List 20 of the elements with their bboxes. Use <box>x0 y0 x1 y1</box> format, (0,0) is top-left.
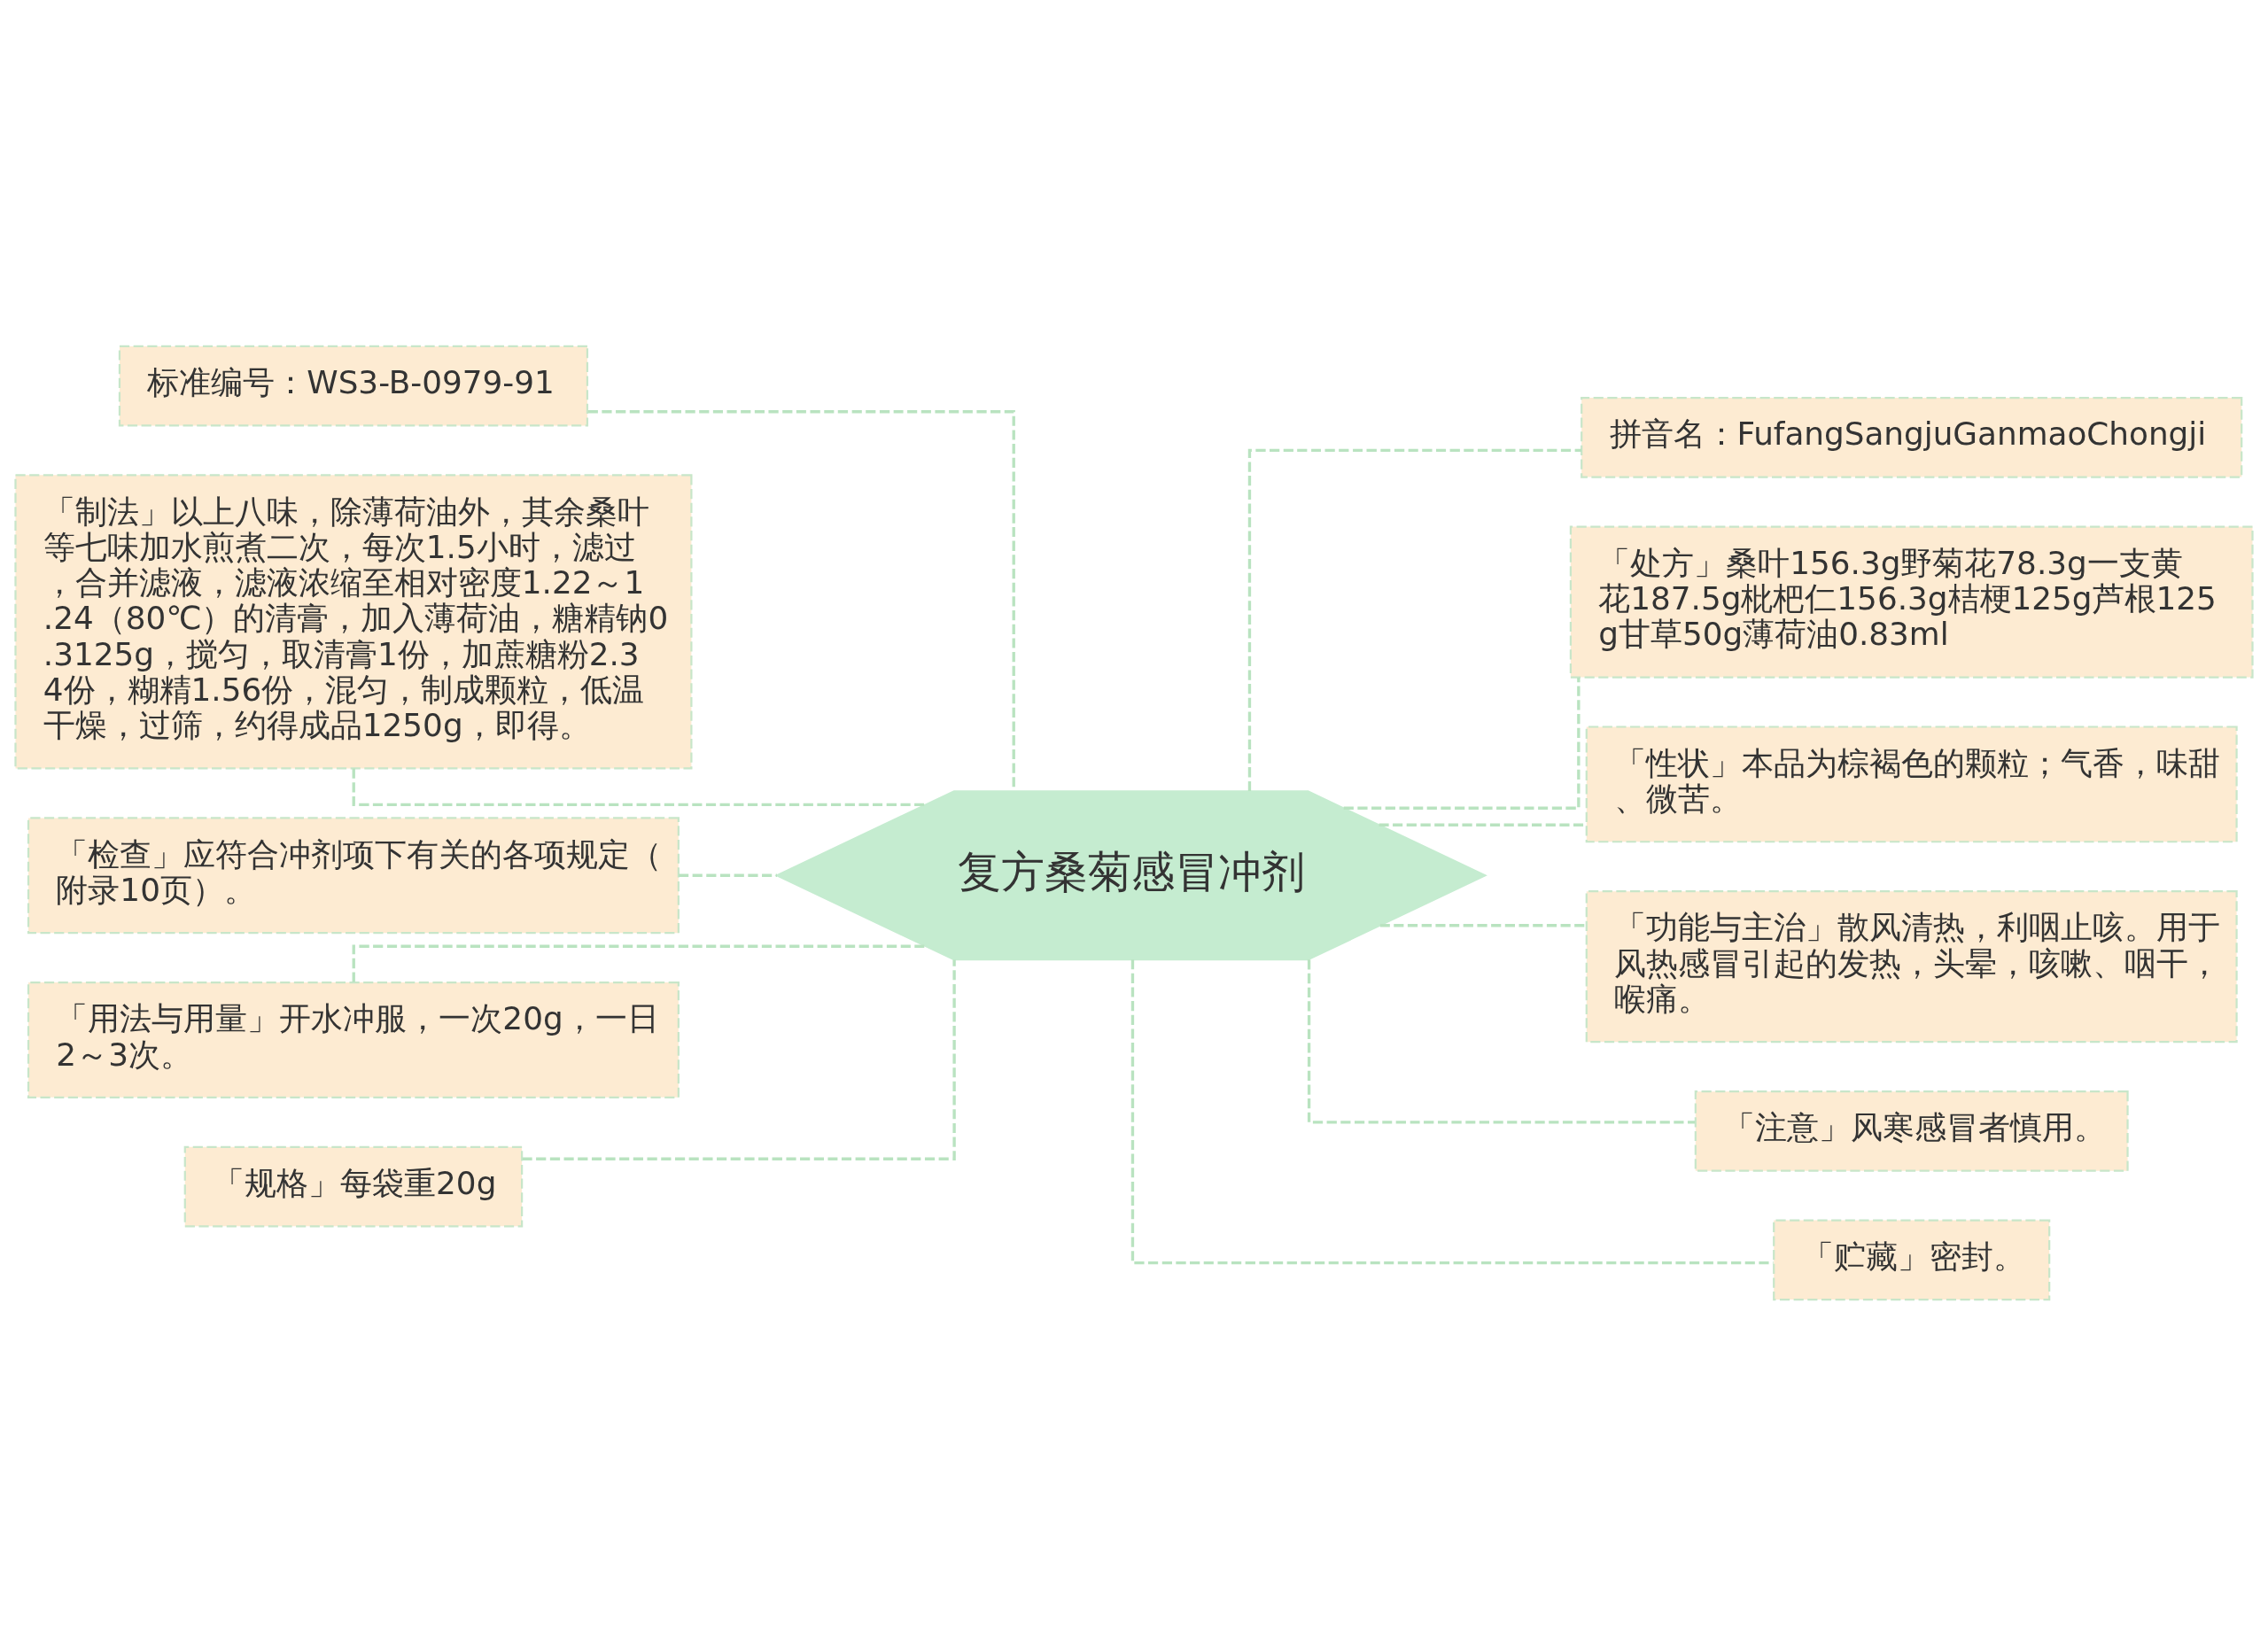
connector <box>522 958 956 1160</box>
node-box: 「注意」风寒感冒者慎用。 <box>1694 1090 2129 1172</box>
connector <box>1130 958 1774 1264</box>
node-box: 「贮藏」密封。 <box>1773 1218 2051 1300</box>
node-box: 「检查」应符合冲剂项下有关的各项规定（附录10页）。 <box>27 816 680 934</box>
connector <box>1343 677 1581 810</box>
connector <box>1247 448 1582 791</box>
connector <box>1379 923 1587 927</box>
node-box: 「规格」每袋重20g <box>183 1145 524 1227</box>
connector <box>679 873 777 877</box>
node-box: 拼音名：FufangSangjuGanmaoChongji <box>1581 396 2243 478</box>
node-box: 「性状」本品为棕褐色的颗粒；气香，味甜、微苦。 <box>1585 725 2238 842</box>
connector <box>1307 958 1696 1123</box>
node-box: 标准编号：WS3-B-0979-91 <box>118 345 589 427</box>
connector <box>352 768 926 806</box>
node-box: 「制法」以上八味，除薄荷油外，其余桑叶等七味加水煎煮二次，每次1.5小时，滤过，合并滤液，滤液浓缩至相对密度1.22～1.24（80℃）的清膏，加入薄荷油，糖精钠0.3125g，搅匀，取清膏1份，加蔗糖粉2.34份，糊精1.56份，混匀，制成颗粒，低温干燥，过筛，约得成品1250g，即得。 <box>14 473 693 770</box>
node-box: 「处方」桑叶156.3g野菊花78.3g一支黄花187.5g枇杷仁156.3g桔梗125g芦根125g甘草50g薄荷油0.83ml <box>1569 524 2254 679</box>
node-box: 「功能与主治」散风清热，利咽止咳。用于风热感冒引起的发热，头晕，咳嗽、咽干，喉痛。 <box>1585 889 2238 1043</box>
node-box: 「用法与用量」开水冲服，一次20g，一日2～3次。 <box>27 981 680 1098</box>
connector <box>352 944 926 982</box>
